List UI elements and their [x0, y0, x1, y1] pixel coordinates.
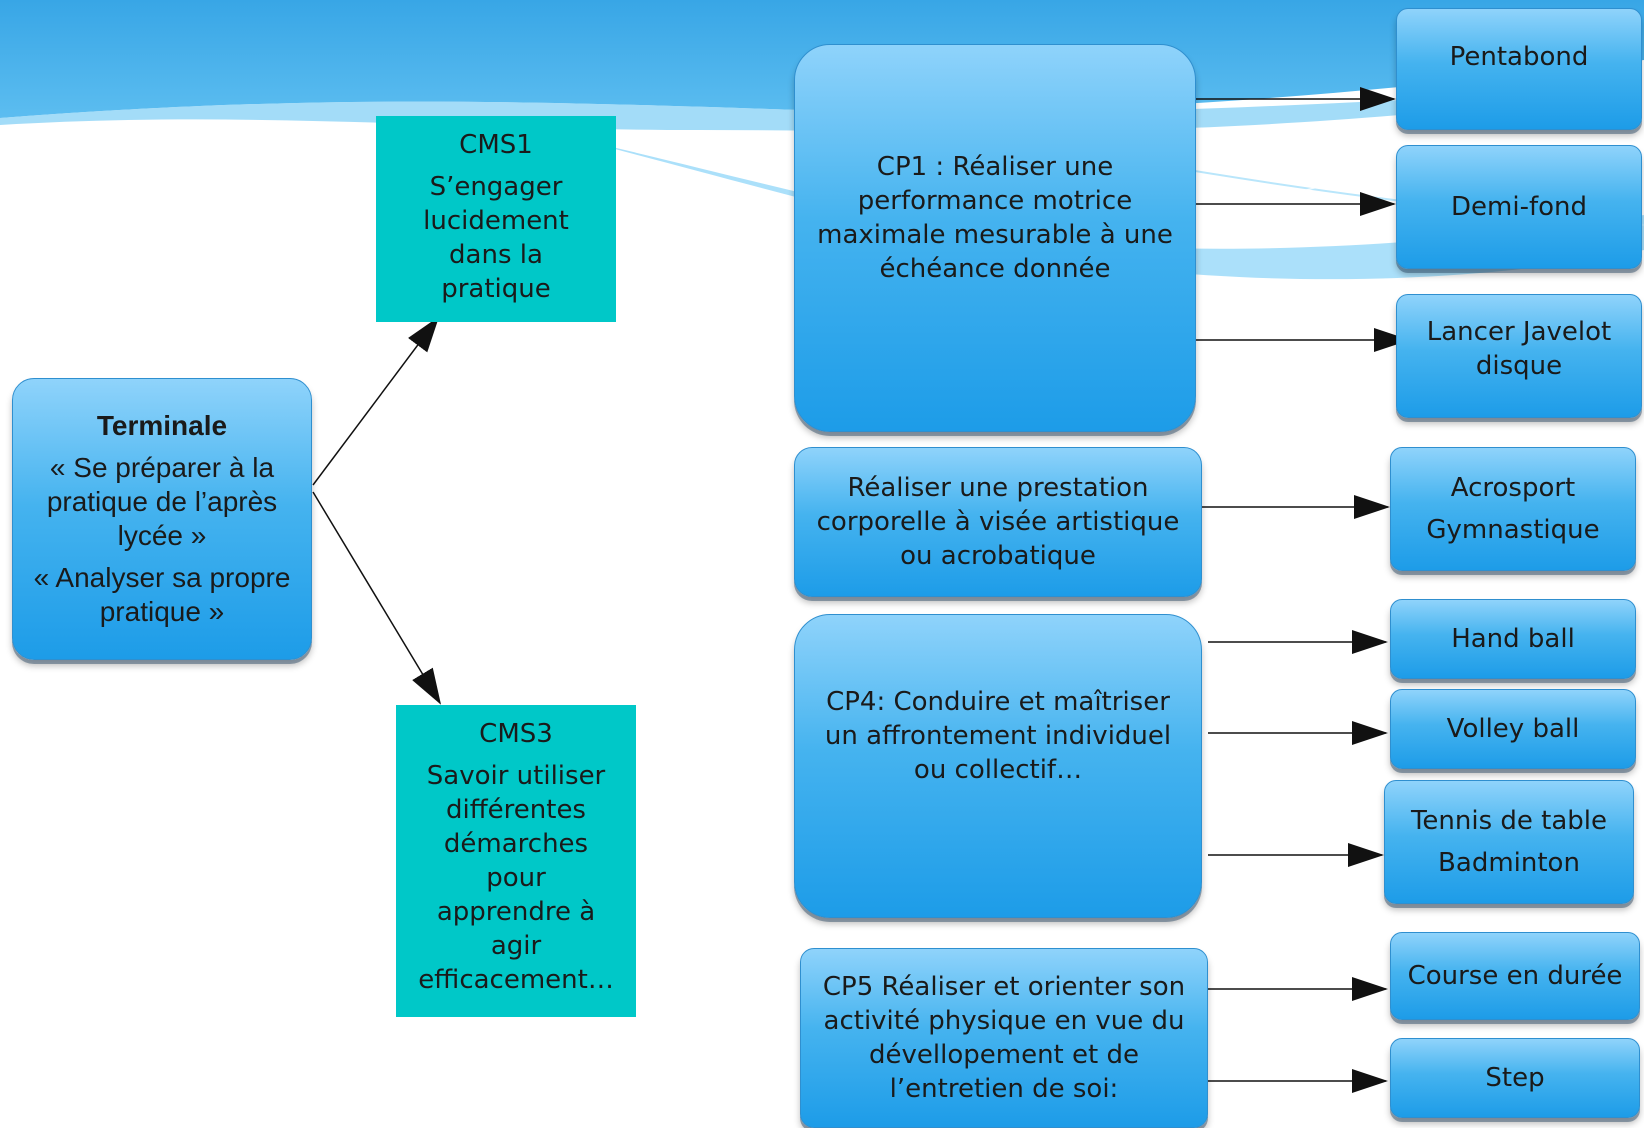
terminale-title: Terminale: [96, 410, 228, 441]
cp4-text: CP4: Conduire et maîtriser un affronteme…: [824, 687, 1172, 785]
course-label: Course en durée: [1407, 961, 1623, 991]
activity-lancer: Lancer Javelot disque: [1396, 294, 1642, 418]
cp5-text: CP5 Réaliser et orienter son activité ph…: [822, 972, 1186, 1104]
tennis-label-2: Badminton: [1438, 848, 1580, 878]
cp4-box: CP4: Conduire et maîtriser un affronteme…: [794, 614, 1202, 918]
activity-course: Course en durée: [1390, 932, 1640, 1020]
cms3-title: CMS3: [479, 719, 553, 749]
cms1-text: S’engager lucidement dans la pratique: [423, 172, 569, 304]
pentabond-label: Pentabond: [1449, 42, 1589, 72]
tennis-label-1: Tennis de table: [1410, 806, 1608, 836]
activity-pentabond: Pentabond: [1396, 8, 1642, 130]
acro-label-1: Acrosport: [1450, 473, 1576, 503]
activity-acrosport: Acrosport Gymnastique: [1390, 447, 1636, 571]
lancer-label-2: disque: [1475, 351, 1563, 381]
cp1-text: CP1 : Réaliser une performance motrice m…: [817, 152, 1173, 284]
terminale-box: Terminale « Se préparer à la pratique de…: [12, 378, 312, 660]
volley-label: Volley ball: [1446, 714, 1580, 744]
cms3-box: CMS3 Savoir utiliser différentes démarch…: [396, 705, 636, 1017]
activity-handball: Hand ball: [1390, 599, 1636, 679]
activity-tennis-badminton: Tennis de table Badminton: [1384, 780, 1634, 904]
terminale-objective-1: « Se préparer à la pratique de l’après l…: [46, 452, 278, 551]
cms1-title: CMS1: [459, 130, 533, 160]
activity-volleyball: Volley ball: [1390, 689, 1636, 769]
cp5-box: CP5 Réaliser et orienter son activité ph…: [800, 948, 1208, 1128]
acro-label-2: Gymnastique: [1426, 515, 1600, 545]
lancer-label-1: Lancer Javelot: [1426, 317, 1612, 347]
cms3-text: Savoir utiliser différentes démarches po…: [418, 761, 614, 995]
step-label: Step: [1485, 1063, 1545, 1093]
cms1-box: CMS1 S’engager lucidement dans la pratiq…: [376, 116, 616, 322]
activity-demi-fond: Demi-fond: [1396, 145, 1642, 269]
cp1-box: CP1 : Réaliser une performance motrice m…: [794, 44, 1196, 432]
activity-step: Step: [1390, 1038, 1640, 1118]
cp3-box: Réaliser une prestation corporelle à vis…: [794, 447, 1202, 597]
terminale-objective-2: « Analyser sa propre pratique »: [33, 562, 291, 627]
handball-label: Hand ball: [1451, 624, 1575, 654]
demi-fond-label: Demi-fond: [1451, 192, 1587, 222]
cp3-text: Réaliser une prestation corporelle à vis…: [816, 473, 1180, 571]
